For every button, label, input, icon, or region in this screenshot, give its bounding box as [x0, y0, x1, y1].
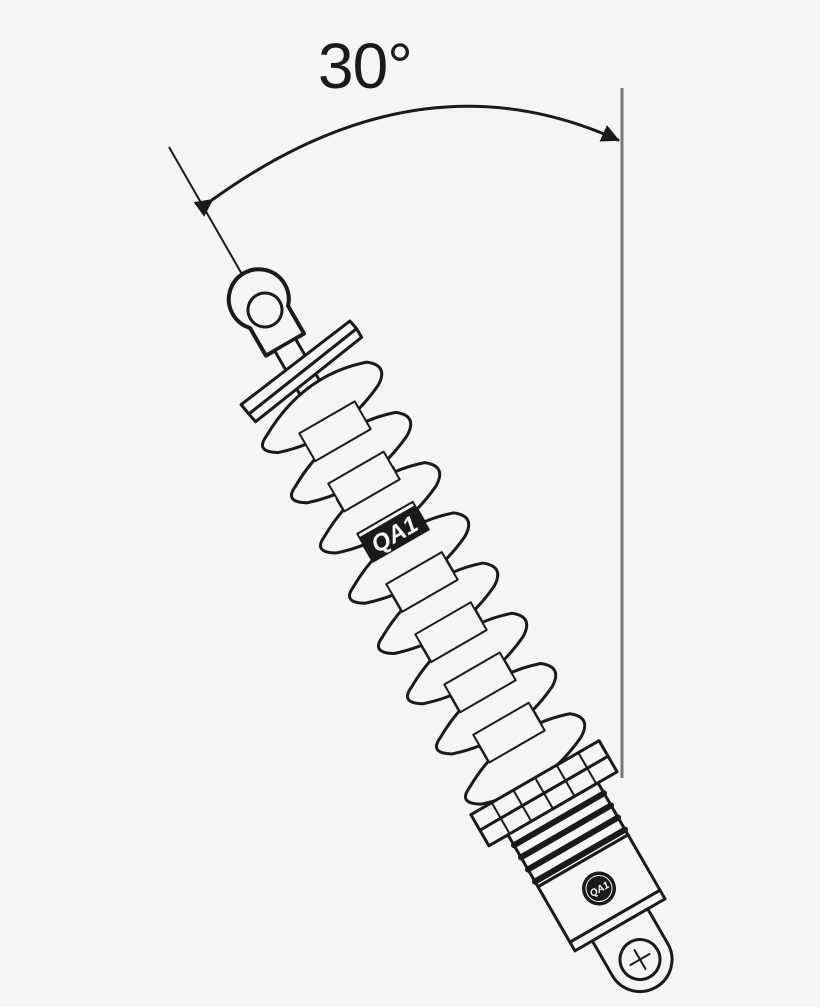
threaded-section: [506, 781, 630, 889]
upper-spring-seat: [239, 319, 364, 424]
bottom-eyelet: [590, 907, 674, 993]
angle-label: 30°: [318, 30, 413, 102]
top-eyelet: [226, 267, 307, 358]
shock-axis-extension-line: [168, 146, 244, 277]
small-badge: QA1: [582, 871, 616, 906]
shock-absorber: QA1 QA1: [226, 267, 674, 993]
coil-spring: [261, 360, 587, 806]
angle-arc-arrow: [193, 104, 620, 217]
